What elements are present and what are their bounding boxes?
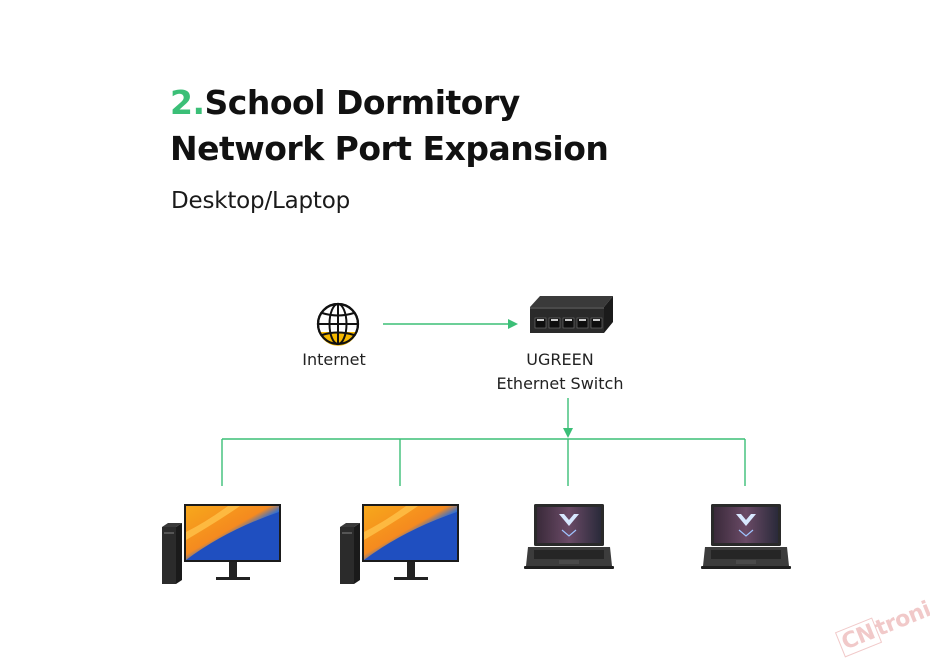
device-connector-lines: [221, 438, 746, 486]
title-line-2: Network Port Expansion: [170, 129, 609, 168]
title-line-1: School Dormitory: [204, 83, 521, 122]
globe-icon: [316, 302, 360, 346]
laptop-computer-icon: [524, 504, 614, 569]
laptop-computer-icon: [701, 504, 791, 569]
switch-label-line-1: UGREEN: [526, 350, 594, 369]
switch-label-line-2: Ethernet Switch: [496, 374, 624, 393]
desktop-computer-icon: [340, 504, 459, 584]
internet-label: Internet: [302, 350, 366, 369]
ethernet-switch-icon: [530, 296, 613, 333]
page-subtitle: Desktop/Laptop: [171, 188, 350, 214]
title-number: 2.: [170, 83, 205, 122]
desktop-computer-icon: [162, 504, 281, 584]
